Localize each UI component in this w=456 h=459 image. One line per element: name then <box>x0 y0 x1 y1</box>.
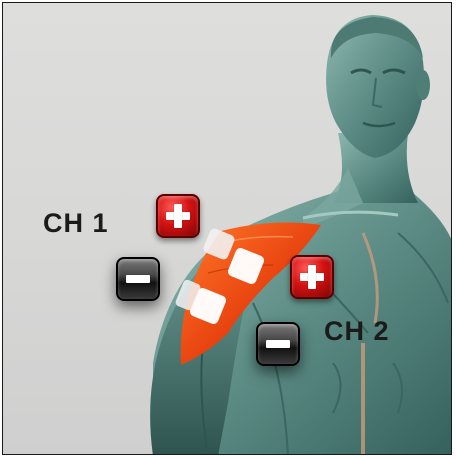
plus-icon <box>164 202 192 230</box>
channel-1-positive-electrode <box>156 194 200 238</box>
plus-icon <box>298 263 326 291</box>
channel-2-negative-electrode <box>256 322 300 366</box>
minus-icon <box>124 265 152 293</box>
channel-2-positive-electrode <box>290 255 334 299</box>
channel-1-negative-electrode <box>116 257 160 301</box>
channel-2-label: CH 2 <box>324 316 390 347</box>
image-frame: CH 1 CH 2 <box>2 2 452 455</box>
channel-1-label: CH 1 <box>43 208 109 239</box>
minus-icon <box>264 330 292 358</box>
